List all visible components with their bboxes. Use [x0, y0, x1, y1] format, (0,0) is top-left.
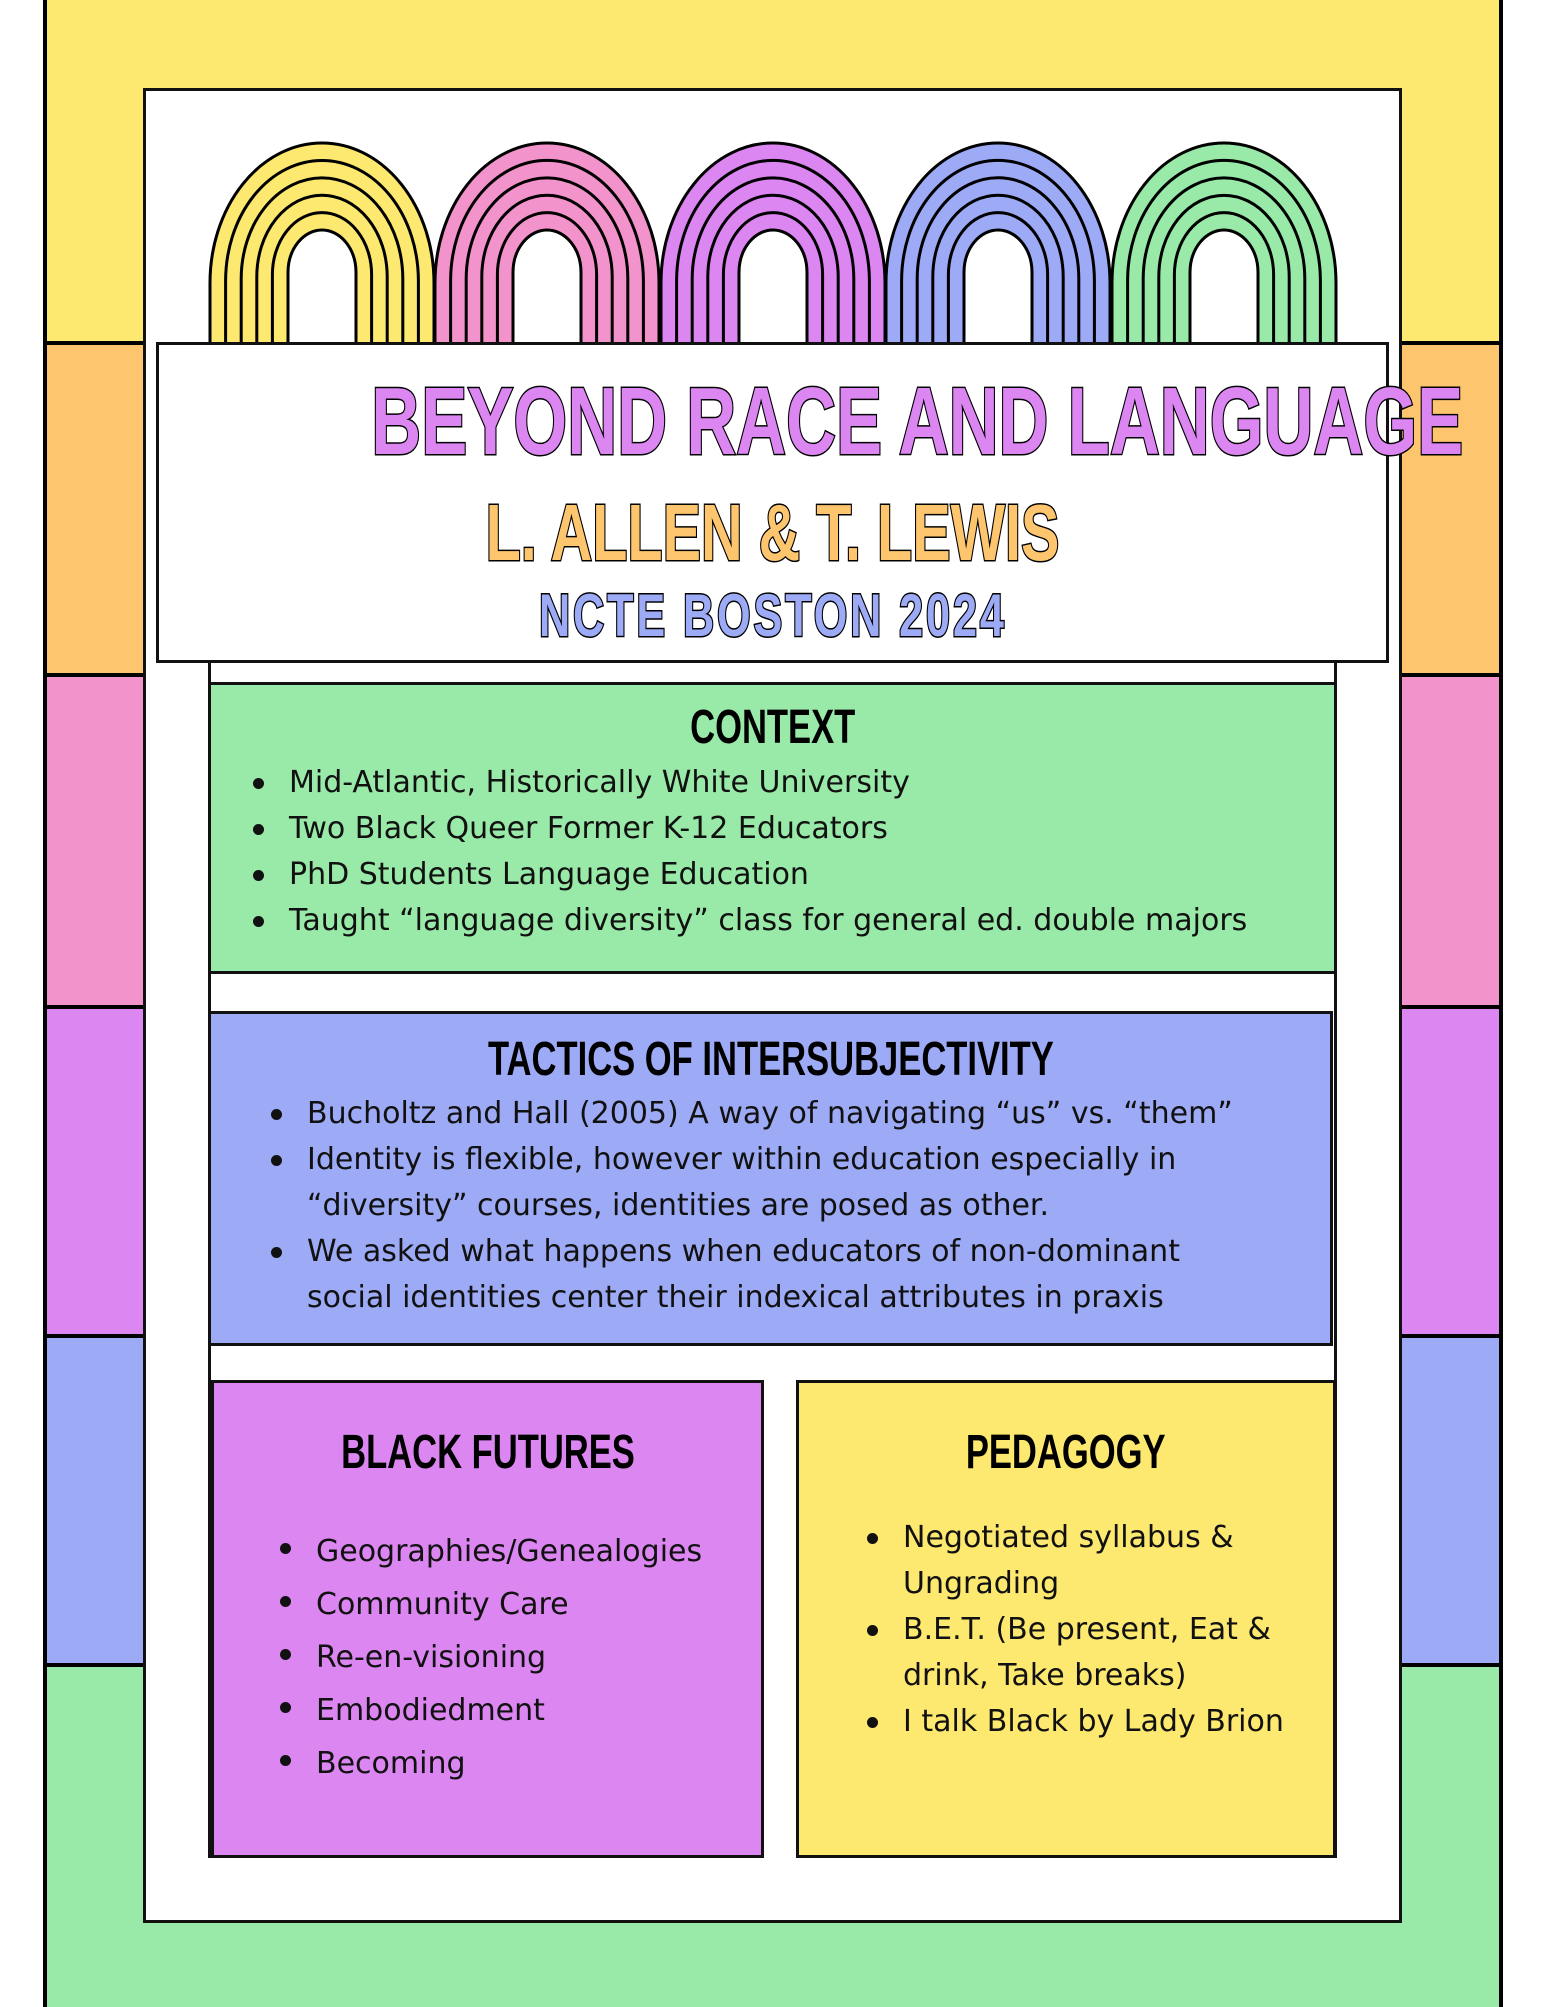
list-item: Re-en-visioning: [274, 1631, 702, 1684]
arch-3: [659, 141, 887, 348]
list-item: Embodiedment: [274, 1684, 702, 1737]
context-section: CONTEXT Mid-Atlantic, Historically White…: [208, 682, 1337, 974]
black-futures-section: BLACK FUTURES Geographies/Genealogies Co…: [211, 1380, 764, 1858]
list-item: We asked what happens when educators of …: [265, 1229, 1245, 1321]
list-item: Identity is flexible, however within edu…: [265, 1137, 1245, 1229]
arch-1: [208, 141, 436, 348]
list-item: I talk Black by Lady Brion: [861, 1699, 1301, 1745]
list-item: Negotiated syllabus & Ungrading: [861, 1515, 1301, 1607]
list-item: B.E.T. (Be present, Eat & drink, Take br…: [861, 1607, 1301, 1699]
list-item: Mid-Atlantic, Historically White Univers…: [247, 760, 1247, 806]
tactics-heading: TACTICS OF INTERSUBJECTIVITY: [487, 1033, 1054, 1086]
arch-5: [1110, 141, 1338, 348]
tactics-list: Bucholtz and Hall (2005) A way of naviga…: [265, 1091, 1265, 1321]
authors: L. ALLEN & T. LEWIS: [484, 487, 1060, 579]
black-futures-list: Geographies/Genealogies Community Care R…: [274, 1525, 702, 1790]
context-list: Mid-Atlantic, Historically White Univers…: [247, 760, 1247, 944]
list-item: Community Care: [274, 1578, 702, 1631]
tactics-section: TACTICS OF INTERSUBJECTIVITY Bucholtz an…: [208, 1011, 1333, 1346]
list-item: PhD Students Language Education: [247, 852, 1247, 898]
list-item: Bucholtz and Hall (2005) A way of naviga…: [265, 1091, 1265, 1137]
context-heading: CONTEXT: [689, 701, 856, 754]
list-item: Taught “language diversity” class for ge…: [247, 898, 1247, 944]
arch-opening: [1188, 228, 1260, 348]
title-box: BEYOND RACE AND LANGUAGE L. ALLEN & T. L…: [156, 342, 1464, 663]
list-item: Becoming: [274, 1737, 702, 1790]
arch-opening: [962, 228, 1034, 348]
arch-2: [433, 141, 661, 348]
poster-title: BEYOND RACE AND LANGUAGE: [370, 367, 1464, 477]
arch-opening: [737, 228, 809, 348]
rainbow-arches: [208, 141, 1338, 348]
pedagogy-section: PEDAGOGY Negotiated syllabus & Ungrading…: [796, 1380, 1336, 1858]
black-futures-heading: BLACK FUTURES: [340, 1426, 635, 1479]
arch-opening: [286, 228, 358, 348]
list-item: Two Black Queer Former K-12 Educators: [247, 806, 1247, 852]
event: NCTE BOSTON 2024: [538, 581, 1007, 651]
arch-opening: [511, 228, 583, 348]
list-item: Geographies/Genealogies: [274, 1525, 702, 1578]
pedagogy-list: Negotiated syllabus & Ungrading B.E.T. (…: [861, 1515, 1301, 1745]
arch-4: [884, 141, 1112, 348]
pedagogy-heading: PEDAGOGY: [966, 1426, 1166, 1479]
